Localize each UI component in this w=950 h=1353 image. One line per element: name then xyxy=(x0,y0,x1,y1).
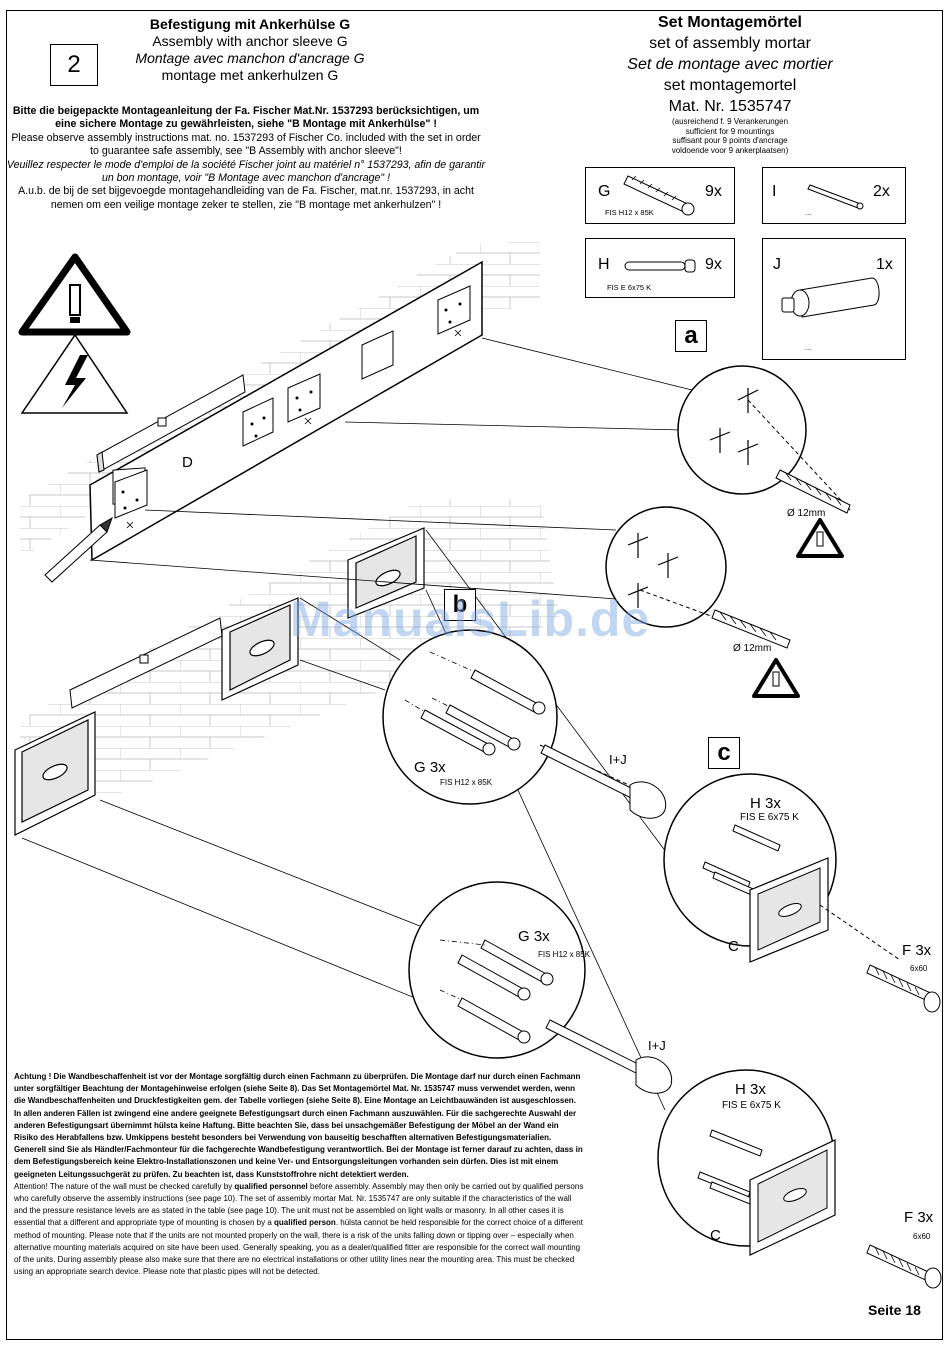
title-block: Befestigung mit Ankerhülse G Assembly wi… xyxy=(100,16,400,84)
g-bottom-label: G 3x xyxy=(518,928,550,945)
c-bottom-label: C xyxy=(710,1227,721,1244)
part-h-letter: H xyxy=(598,256,610,273)
mounting-bracket xyxy=(14,527,425,836)
warning-text: Achtung ! Die Wandbeschaffenheit ist vor… xyxy=(14,1071,584,1278)
mortar-note-2: sufficient for 9 mountings xyxy=(685,126,775,136)
title-fr: Montage avec manchon d'ancrage G xyxy=(135,50,365,66)
warning-de-body: Die Wandbeschaffenheit ist vor der Monta… xyxy=(14,1072,583,1179)
ij-top-label: I+J xyxy=(609,752,627,767)
part-box-h xyxy=(585,238,735,298)
part-i-spec: ... xyxy=(805,208,812,217)
h-top-label: H 3x xyxy=(750,795,781,812)
drilling-template-panel xyxy=(89,260,483,562)
pencil-icon xyxy=(44,516,113,583)
g-top-spec: FIS H12 x 85K xyxy=(440,778,493,787)
warning-en-bold-2: qualified person xyxy=(274,1218,336,1228)
mortar-title-fr: Set de montage avec mortier xyxy=(627,56,833,73)
title-nl: montage met ankerhulzen G xyxy=(161,67,339,83)
detail-circle-g-top xyxy=(382,629,667,819)
detail-circle-a2 xyxy=(605,506,791,649)
mortar-mat-nr: Mat. Nr. 1535747 xyxy=(668,98,792,115)
warning-en: Attention! The nature of the wall must b… xyxy=(14,1181,584,1279)
detail-circle-g-bottom xyxy=(408,881,673,1094)
detail-circle-a1 xyxy=(677,365,851,514)
warning-de: Achtung ! Die Wandbeschaffenheit ist vor… xyxy=(14,1071,584,1181)
warning-de-lead: Achtung ! xyxy=(14,1072,54,1081)
blow-pump-j-icon xyxy=(781,277,880,318)
warning-en-2: before assembly. Assembly may then only … xyxy=(14,1181,584,1228)
drill-diameter-1: Ø 12mm xyxy=(787,508,826,519)
part-i-qty: 2x xyxy=(873,183,890,200)
part-g-qty: 9x xyxy=(705,183,722,200)
title-en: Assembly with anchor sleeve G xyxy=(152,33,348,49)
anchor-sleeve-g-icon xyxy=(623,175,695,216)
warning-en-3: . hülsta cannot be held responsible for … xyxy=(14,1218,583,1277)
part-g-letter: G xyxy=(598,183,611,200)
instruction-en: Please observe assembly instructions mat… xyxy=(11,131,481,158)
label-d: D xyxy=(182,454,193,471)
part-j-letter: J xyxy=(773,256,781,273)
mortar-title-nl: set montagemortel xyxy=(663,77,797,94)
ij-bottom-label: I+J xyxy=(648,1038,666,1053)
f-top-label: F 3x xyxy=(902,942,932,959)
f-bottom-spec: 6x60 xyxy=(913,1232,931,1241)
h-top-spec: FIS E 6x75 K xyxy=(740,812,799,823)
warning-en-bold-1: qualified personnel xyxy=(234,1181,308,1191)
part-j-spec: ... xyxy=(805,343,812,352)
g-top-label: G 3x xyxy=(414,759,446,776)
mortar-set-block: Set Montagemörtel set of assembly mortar… xyxy=(580,12,880,155)
mortar-title-de: Set Montagemörtel xyxy=(657,14,802,31)
small-warning-icon-1 xyxy=(796,518,844,558)
callout-c: c xyxy=(708,737,740,769)
detail-circle-c-top xyxy=(663,773,941,1013)
page-number: Seite 18 xyxy=(868,1302,921,1318)
g-bottom-spec: FIS H12 x 85K xyxy=(538,950,591,959)
part-g-spec: FIS H12 x 85K xyxy=(605,208,654,217)
warning-triangle-icon xyxy=(18,253,131,336)
instruction-de: Bitte die beigepackte Montageanleitung d… xyxy=(12,105,480,131)
mortar-title-en: set of assembly mortar xyxy=(649,35,811,52)
part-j-qty: 1x xyxy=(876,256,893,273)
watermark: ManualsLib.de xyxy=(290,591,651,647)
title-de: Befestigung mit Ankerhülse G xyxy=(149,16,351,32)
part-i-letter: I xyxy=(772,183,777,200)
part-h-qty: 9x xyxy=(705,256,722,273)
instructions-block: Bitte die beigepackte Montageanleitung d… xyxy=(6,105,486,212)
drill-diameter-2: Ø 12mm xyxy=(733,643,772,654)
small-warning-icon-2 xyxy=(752,658,800,698)
h-bottom-label: H 3x xyxy=(735,1081,766,1098)
mortar-note-1: (ausreichend f. 9 Verankerungen xyxy=(671,117,789,126)
part-h-spec: FIS E 6x75 K xyxy=(607,283,652,292)
mortar-note-4: voldoende voor 9 ankerplaatsen) xyxy=(671,145,789,155)
instruction-fr: Veuillez respecter le mode d'emploi de l… xyxy=(6,158,486,185)
brush-i-icon xyxy=(807,184,864,210)
callout-a: a xyxy=(675,320,707,352)
instruction-nl: A.u.b. de bij de set bijgevoegde montage… xyxy=(18,185,474,211)
mortar-note-3: suffisant pour 9 points d'ancrage xyxy=(672,136,788,145)
step-number-box: 2 xyxy=(50,44,98,86)
warning-en-1: Attention! The nature of the wall must b… xyxy=(14,1181,235,1191)
callout-b: b xyxy=(444,589,476,621)
page-frame xyxy=(6,10,943,1340)
c-top-label: C xyxy=(728,938,739,955)
spirit-level-top xyxy=(96,374,246,473)
detail-circle-c-bottom xyxy=(657,1069,942,1289)
electric-hazard-icon xyxy=(20,333,129,414)
h-bottom-spec: FIS E 6x75 K xyxy=(722,1100,781,1111)
f-top-spec: 6x60 xyxy=(910,964,928,973)
anchor-rod-h-icon xyxy=(624,259,696,273)
f-bottom-label: F 3x xyxy=(904,1209,934,1226)
